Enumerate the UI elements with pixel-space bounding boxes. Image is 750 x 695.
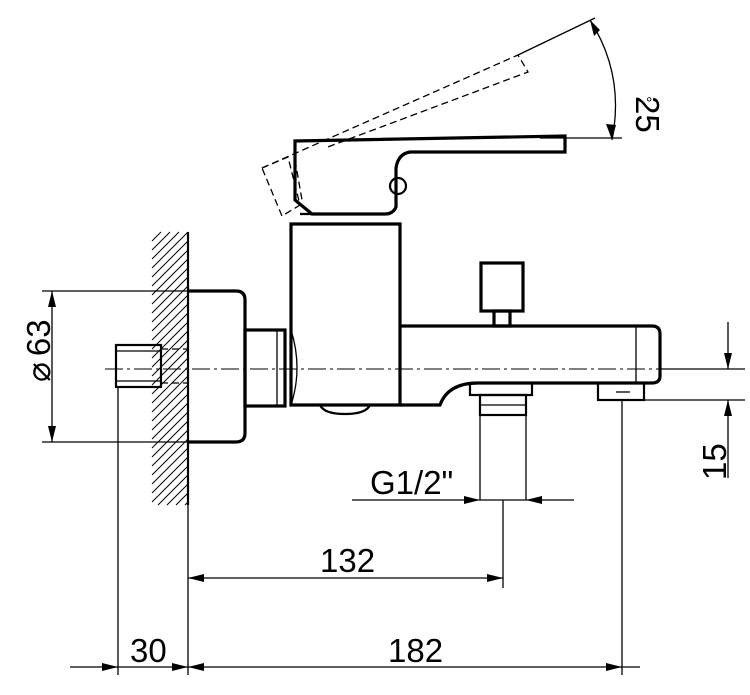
hatch-line [151, 348, 189, 386]
hatch-line [151, 384, 189, 422]
connector-neck [243, 328, 287, 408]
angle-dimension: 25 ° [517, 17, 666, 141]
wall-depth-value: 30 [130, 632, 167, 669]
hatch-line [151, 249, 189, 287]
outlet-distance-dimension: 132 [187, 500, 504, 675]
total-projection-value: 182 [388, 632, 443, 669]
shower-outlet [468, 381, 534, 500]
offset-value: 15 [696, 443, 733, 480]
hatch-line [151, 402, 189, 440]
angle-value: 25 [629, 96, 666, 133]
diameter-dimension: ⌀ 63 [20, 290, 188, 443]
hatch-line [151, 276, 189, 314]
hatch-line [151, 429, 189, 467]
wall-connector [114, 343, 188, 389]
spout [400, 324, 662, 407]
hatch-line [151, 420, 189, 458]
hatch-line [151, 231, 180, 260]
wall-flange [188, 289, 247, 444]
hatch-line [151, 240, 189, 278]
outlet-distance-value: 132 [320, 542, 375, 579]
hatch-line [151, 294, 189, 332]
diverter-knob [479, 261, 525, 328]
hatch-line [151, 231, 162, 242]
offset-dimension: 15 [644, 322, 745, 480]
hatch-line [151, 303, 189, 341]
body-bottom-nut [318, 404, 372, 416]
hatch-line [151, 231, 171, 251]
hatch-line [151, 357, 189, 395]
svg-text:⌀63: ⌀ 63 [20, 319, 57, 382]
wall [151, 231, 190, 506]
diameter-symbol: ⌀ [20, 362, 57, 382]
mixer-body [289, 222, 402, 407]
hatch-line [151, 285, 189, 323]
hatch-line [151, 456, 189, 494]
hatch-line [151, 438, 189, 476]
diameter-value: 63 [20, 319, 57, 356]
hatch-line [184, 501, 189, 506]
lever-handle [293, 134, 567, 216]
hatch-line [151, 330, 189, 368]
aerator [596, 381, 646, 402]
thread-dimension: G1/2" [352, 464, 574, 504]
hatch-line [151, 231, 189, 269]
hatch-line [175, 492, 189, 506]
wall-hatching [151, 231, 189, 506]
hatch-line [151, 393, 189, 431]
hatch-line [151, 321, 189, 359]
angle-unit: ° [646, 95, 652, 112]
hatch-line [151, 465, 189, 503]
hatch-line [151, 375, 189, 413]
thread-value: G1/2" [370, 464, 453, 501]
hatch-line [166, 483, 189, 506]
hatch-line [151, 312, 189, 350]
threaded-nipple [114, 343, 163, 389]
hatch-line [151, 339, 189, 377]
hatch-line [151, 267, 189, 305]
hatch-line [151, 447, 189, 485]
hatch-line [151, 258, 189, 296]
lever-rotated-position [261, 54, 529, 217]
hatch-line [157, 474, 189, 506]
bottom-dimensions: 30 182 [70, 387, 640, 675]
hatch-line [151, 366, 189, 404]
